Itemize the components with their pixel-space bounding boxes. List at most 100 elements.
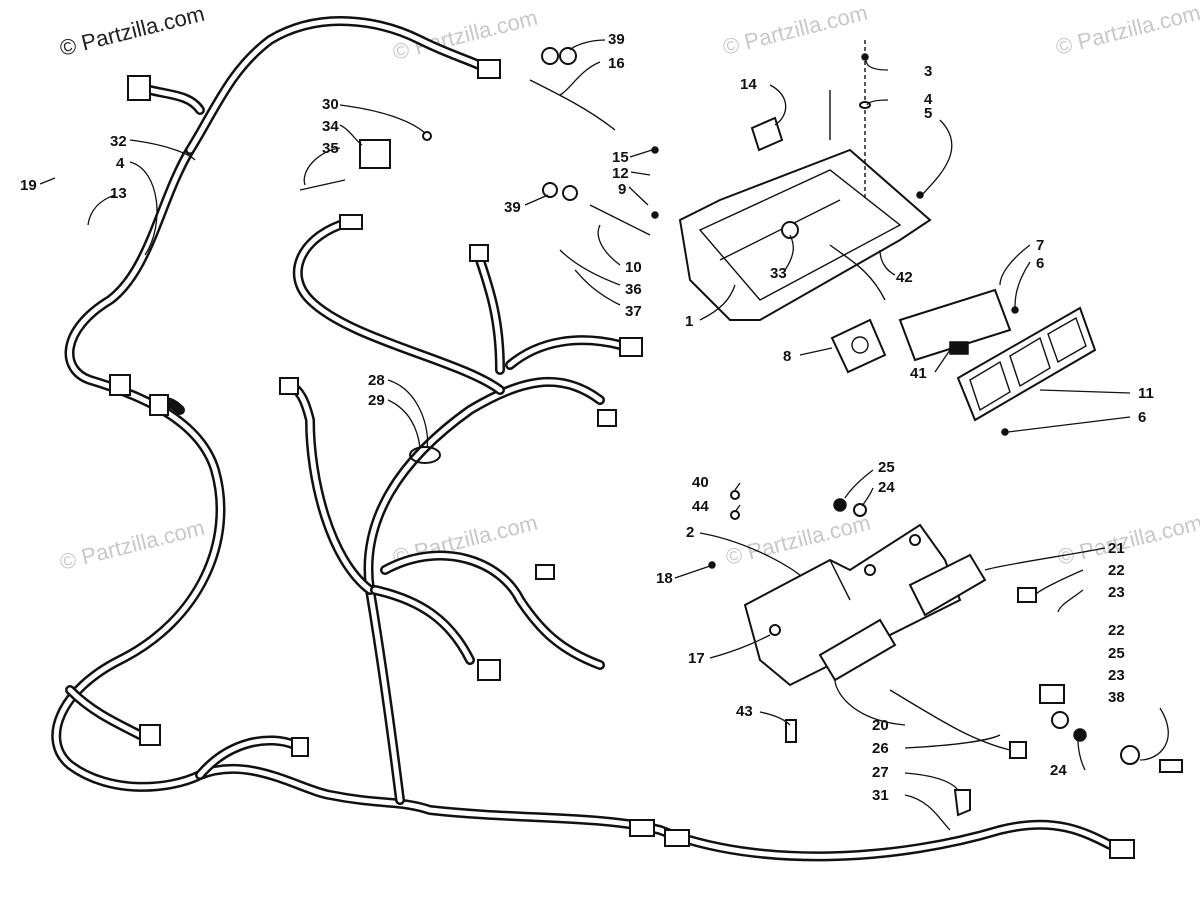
washer xyxy=(730,510,740,520)
callout-31: 31 xyxy=(872,787,889,804)
callout-38: 38 xyxy=(1108,689,1125,706)
clamp-29 xyxy=(409,446,441,464)
screw xyxy=(1001,428,1009,436)
callout-17: 17 xyxy=(688,650,705,667)
callout-36: 36 xyxy=(625,281,642,298)
decal-plate xyxy=(818,618,897,682)
callout-41: 41 xyxy=(910,365,927,382)
callout-34: 34 xyxy=(322,118,339,135)
callout-6b: 6 xyxy=(1138,409,1146,426)
callout-6: 6 xyxy=(1036,255,1044,272)
callout-3: 3 xyxy=(924,63,932,80)
screw xyxy=(708,561,716,569)
connector xyxy=(619,337,643,357)
callout-24: 24 xyxy=(878,479,895,496)
connector xyxy=(597,409,617,427)
relay-module xyxy=(359,139,391,169)
decal-plate xyxy=(908,553,987,617)
connector xyxy=(477,659,501,681)
nut xyxy=(1073,728,1087,742)
bracket xyxy=(953,789,971,817)
connector xyxy=(1109,839,1135,859)
callout-5: 5 xyxy=(924,105,932,122)
callout-9: 9 xyxy=(618,181,626,198)
bulb xyxy=(542,182,558,198)
callout-25b: 25 xyxy=(1108,645,1125,662)
connector xyxy=(535,564,555,580)
harness-branch-left xyxy=(285,380,375,595)
callout-4: 4 xyxy=(924,91,933,108)
switch xyxy=(949,341,969,355)
callout-32: 32 xyxy=(110,133,127,150)
callout-35: 35 xyxy=(322,140,339,157)
switch-panel-assembly xyxy=(708,490,1183,817)
callout-42: 42 xyxy=(896,269,913,286)
cable xyxy=(829,244,886,301)
callout-29: 29 xyxy=(368,392,385,409)
fastener xyxy=(785,719,797,743)
bolt xyxy=(299,179,346,191)
connector xyxy=(127,75,151,101)
connector xyxy=(291,737,309,757)
harness-main-loop xyxy=(51,145,1125,862)
switch xyxy=(1017,587,1037,603)
wiring-harness xyxy=(51,16,1125,862)
callout-numbers: 39 16 3 4 5 14 30 34 35 32 4 19 13 15 12… xyxy=(20,31,1154,804)
callout-43: 43 xyxy=(736,703,753,720)
nut xyxy=(916,191,924,199)
bezel xyxy=(956,306,1097,422)
key xyxy=(1159,759,1183,773)
callout-26: 26 xyxy=(872,740,889,757)
connector xyxy=(469,244,489,262)
callout-21: 21 xyxy=(1108,540,1125,557)
nut xyxy=(833,498,847,512)
connector xyxy=(339,214,363,230)
connector xyxy=(279,377,299,395)
bulb xyxy=(562,185,578,201)
nut xyxy=(422,131,432,141)
callout-8: 8 xyxy=(783,348,791,365)
callout-22: 22 xyxy=(1108,562,1125,579)
callout-16: 16 xyxy=(608,55,625,72)
harness-branch-lower xyxy=(370,585,475,665)
instrument-housing xyxy=(678,148,932,321)
callout-23b: 23 xyxy=(1108,667,1125,684)
connector xyxy=(139,724,161,746)
callout-11: 11 xyxy=(1138,385,1154,402)
harness-connectors xyxy=(109,59,1135,859)
callout-23: 23 xyxy=(1108,584,1125,601)
washer xyxy=(853,503,867,517)
screw xyxy=(651,146,659,154)
callout-7: 7 xyxy=(1036,237,1044,254)
connector xyxy=(477,59,501,79)
callout-27: 27 xyxy=(872,764,889,781)
callout-40: 40 xyxy=(692,474,709,491)
watermark-main: © Partzilla.com xyxy=(57,1,207,61)
connector xyxy=(109,374,131,396)
grommet xyxy=(781,221,799,239)
screw xyxy=(651,211,659,219)
callout-19: 19 xyxy=(20,177,37,194)
callout-12: 12 xyxy=(612,165,629,182)
fasteners xyxy=(299,40,1019,436)
callout-2: 2 xyxy=(686,524,694,541)
switch-lead xyxy=(589,204,651,236)
callout-13: 13 xyxy=(110,185,127,202)
instrument-housing-assembly xyxy=(529,47,1097,422)
callout-33: 33 xyxy=(770,265,787,282)
callout-44: 44 xyxy=(692,498,709,515)
callout-18: 18 xyxy=(656,570,673,587)
callout-22b: 22 xyxy=(1108,622,1125,639)
gauge xyxy=(830,318,887,374)
screw xyxy=(861,53,869,61)
callout-1: 1 xyxy=(685,313,693,330)
callout-10: 10 xyxy=(625,259,642,276)
backing-plate xyxy=(898,288,1012,362)
bulb-socket xyxy=(541,47,559,65)
watermark: © Partzilla.com xyxy=(723,510,873,570)
watermark: © Partzilla.com xyxy=(1055,510,1200,570)
connector xyxy=(629,819,655,837)
washer xyxy=(1051,711,1069,729)
bulb-socket xyxy=(559,47,577,65)
